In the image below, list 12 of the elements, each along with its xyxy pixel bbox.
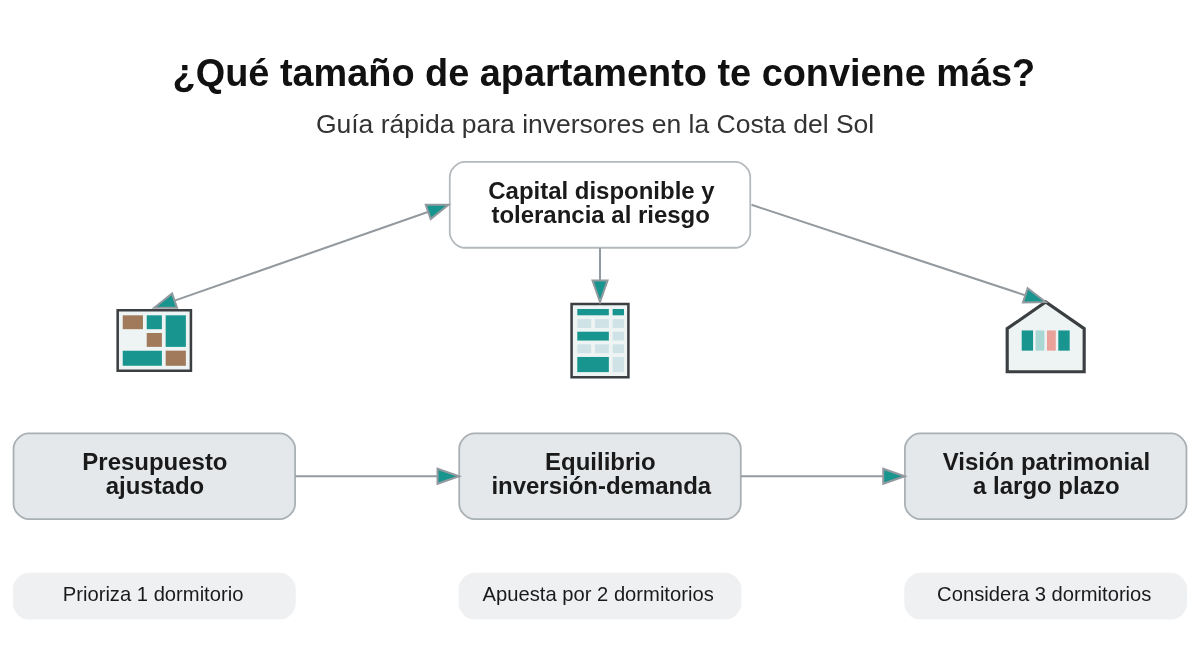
arrow [751, 203, 1049, 303]
node-picture [1005, 299, 1086, 373]
node-box: Equilibrio inversión-demanda [458, 431, 742, 520]
caption: Guía rápida para inversores en la Costa del Sol [315, 108, 875, 139]
arrow [591, 247, 609, 305]
node-box: Visión patrimonial a largo plazo [904, 431, 1188, 520]
arrow [741, 466, 908, 485]
arrow [295, 466, 463, 485]
arrow [151, 203, 452, 309]
node-box: Capital disponible y tolerancia al riesgo [448, 160, 752, 249]
diagram-title: ¿Qué tamaño de apartamento te conviene más? [172, 51, 1036, 94]
node-box: Presupuesto ajustado [12, 431, 296, 520]
